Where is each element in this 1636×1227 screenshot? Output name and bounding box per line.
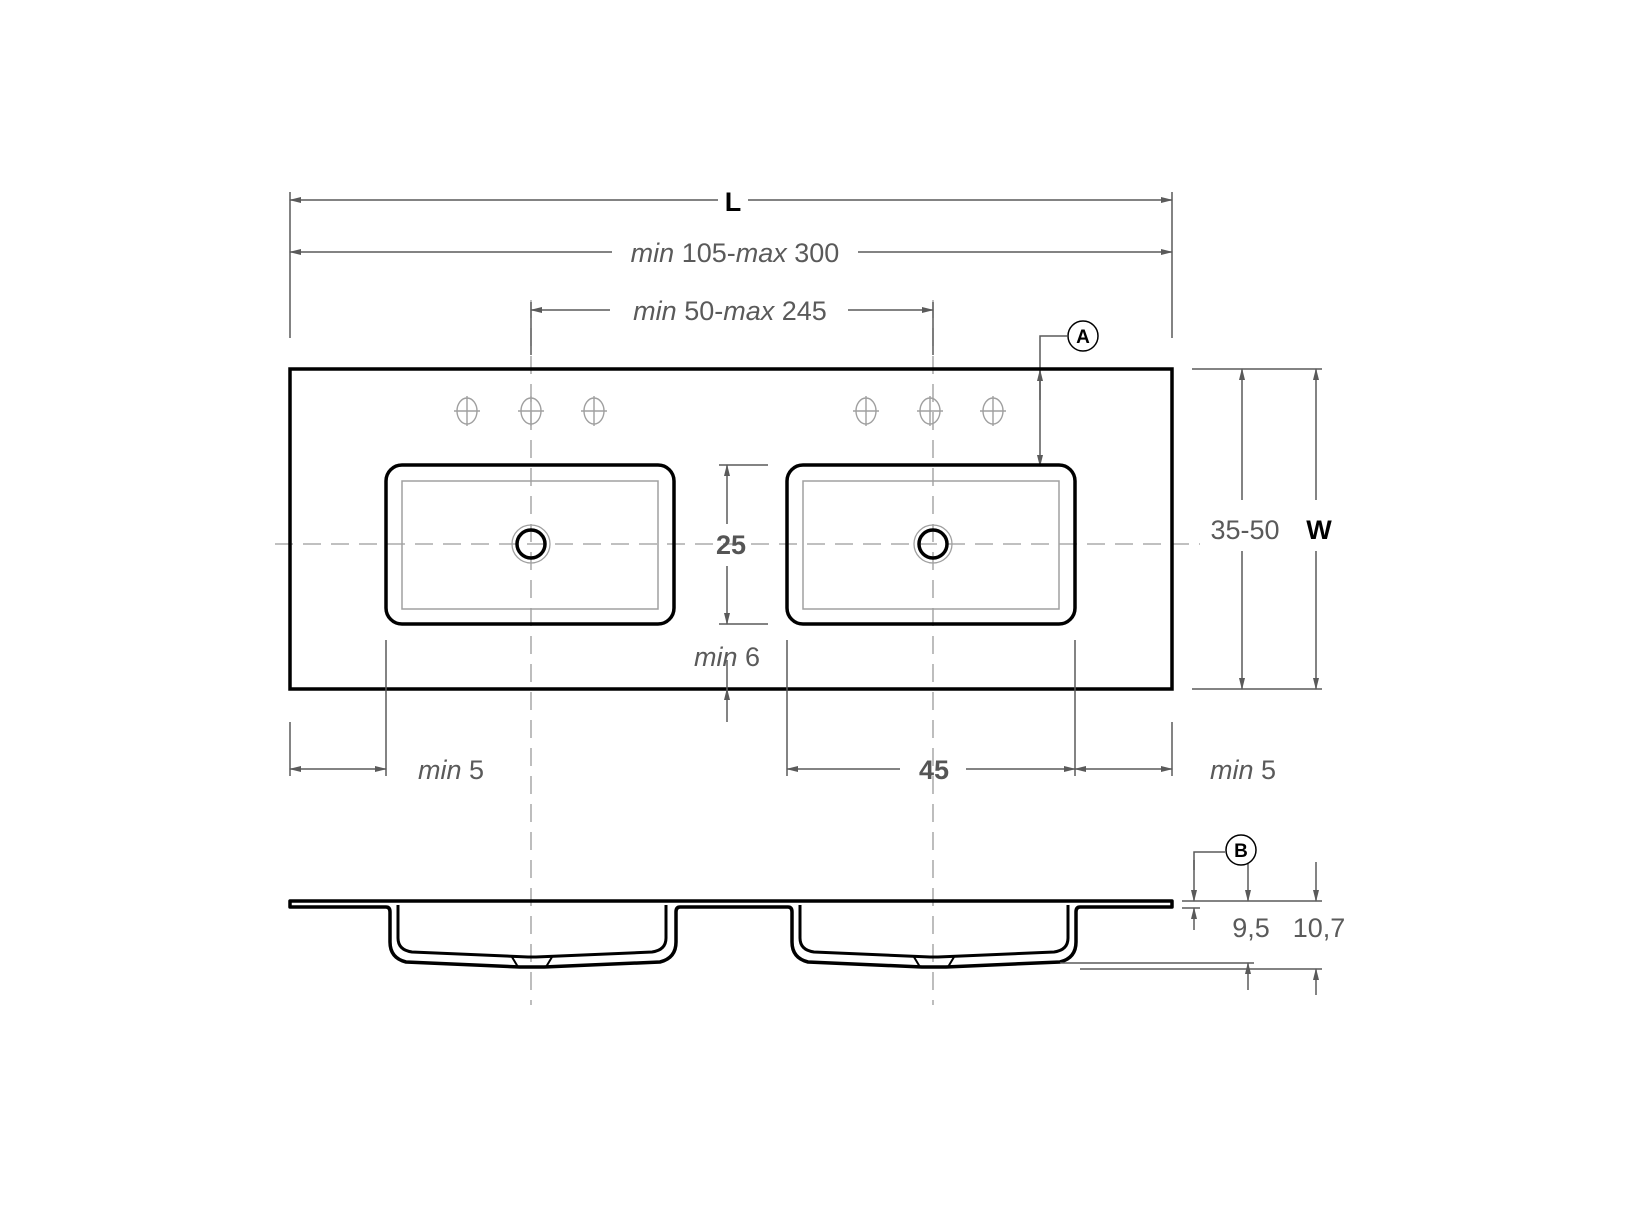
tap-hole-icon: [581, 396, 607, 426]
tap-hole-icon: [853, 396, 879, 426]
bottom-dimensions: [289, 640, 1173, 776]
side-margin-left-label: min 5: [418, 755, 484, 785]
tap-hole-icon: [980, 396, 1006, 426]
length-dimensions: [289, 192, 1173, 355]
height-dimensions: [1060, 860, 1322, 995]
callout-a: A: [1037, 320, 1099, 467]
length-range-label: min 105-max 300: [631, 238, 840, 268]
countertop-top-view: [288, 367, 1174, 691]
basin-depth-dimension: [719, 464, 768, 722]
callout-a-label: A: [1076, 327, 1090, 348]
center-distance-label: min 50-max 245: [633, 296, 827, 326]
tap-hole-icon: [454, 396, 480, 426]
countertop-side-view: [288, 899, 1174, 969]
width-dimensions: [1192, 368, 1322, 690]
basin-left-top: [384, 463, 676, 626]
tap-hole-icon: [917, 396, 943, 426]
side-margin-right-label: min 5: [1210, 755, 1276, 785]
height-outer-label: 10,7: [1293, 913, 1346, 943]
tap-holes: [454, 396, 1006, 426]
height-inner-label: 9,5: [1232, 913, 1270, 943]
basin-depth-label: 25: [716, 530, 746, 560]
basin-length-label: 45: [919, 755, 949, 785]
callout-b-label: B: [1234, 841, 1248, 862]
width-symbol: W: [1306, 515, 1332, 545]
tap-hole-icon: [518, 396, 544, 426]
drain-icon: [511, 524, 551, 564]
callout-b: B: [1193, 834, 1257, 870]
basin-right-top: [785, 463, 1077, 626]
length-symbol: L: [725, 187, 742, 217]
width-range-label: 35-50: [1210, 515, 1279, 545]
drain-icon: [913, 524, 953, 564]
front-margin-label: min 6: [694, 642, 760, 672]
